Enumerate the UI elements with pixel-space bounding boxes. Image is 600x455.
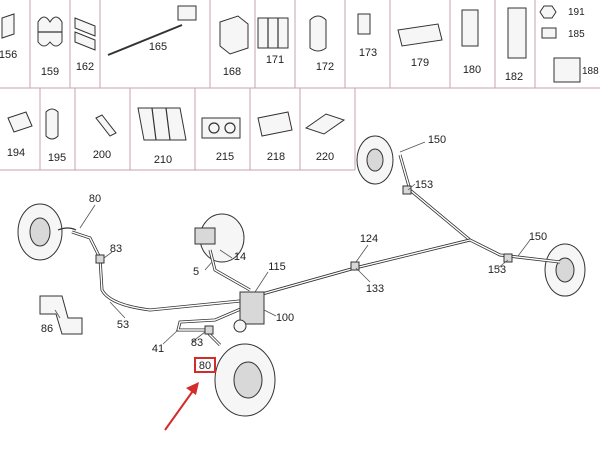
part-188-label: 188 bbox=[582, 66, 599, 77]
part-218-label: 218 bbox=[267, 151, 285, 163]
part-215-label: 215 bbox=[216, 151, 234, 163]
callout-41: 41 bbox=[152, 343, 164, 355]
callout-83-lower: 83 bbox=[191, 337, 203, 349]
right-front-brake-disc[interactable] bbox=[356, 135, 394, 185]
part-182-label: 182 bbox=[505, 71, 523, 83]
callout-86: 86 bbox=[41, 323, 53, 335]
part-195[interactable]: 195 bbox=[45, 108, 66, 164]
callout-150-upper: 150 bbox=[428, 134, 446, 146]
callout-80-highlighted: 80 bbox=[199, 360, 211, 372]
callout-83-upper: 83 bbox=[110, 243, 122, 255]
part-168-label: 168 bbox=[223, 66, 241, 78]
part-218[interactable]: 218 bbox=[257, 111, 293, 163]
part-171[interactable]: 171 bbox=[257, 17, 289, 66]
part-173-label: 173 bbox=[359, 47, 377, 59]
callout-133: 133 bbox=[366, 283, 384, 295]
part-215[interactable]: 215 bbox=[201, 117, 241, 163]
part-195-label: 195 bbox=[48, 152, 66, 164]
part-179-label: 179 bbox=[411, 57, 429, 69]
catalog-row-1: 156 159 162 165 168 171 bbox=[0, 0, 600, 89]
part-210-label: 210 bbox=[154, 154, 172, 166]
red-arrow-shaft bbox=[164, 387, 196, 431]
part-162-label: 162 bbox=[76, 61, 94, 73]
brake-pressure-distributor[interactable] bbox=[233, 291, 265, 333]
mounting-bracket[interactable] bbox=[39, 295, 83, 335]
part-180-label: 180 bbox=[463, 64, 481, 76]
part-172[interactable]: 172 bbox=[309, 15, 334, 73]
part-159[interactable]: 159 bbox=[37, 16, 63, 78]
part-188[interactable]: 188 bbox=[553, 57, 599, 83]
callout-labels: 80 83 86 53 41 83 5 14 115 100 124 133 1… bbox=[41, 134, 547, 355]
callout-153-upper: 153 bbox=[415, 179, 433, 191]
part-191[interactable]: 191 bbox=[539, 5, 585, 19]
brake-lines bbox=[71, 154, 561, 347]
callout-124: 124 bbox=[360, 233, 378, 245]
left-rear-brake-disc[interactable] bbox=[214, 343, 276, 417]
part-165-label: 165 bbox=[149, 41, 167, 53]
callout-leaders bbox=[54, 141, 531, 345]
part-162[interactable]: 162 bbox=[74, 17, 96, 73]
part-171-label: 171 bbox=[266, 54, 284, 66]
part-179[interactable]: 179 bbox=[397, 23, 443, 69]
part-156-label: 156 bbox=[0, 49, 17, 61]
part-194[interactable]: 194 bbox=[7, 111, 33, 159]
part-220[interactable]: 220 bbox=[304, 113, 346, 163]
part-182[interactable]: 182 bbox=[505, 7, 527, 83]
part-172-label: 172 bbox=[316, 61, 334, 73]
part-185-label: 185 bbox=[568, 29, 585, 40]
catalog-row-2: 194 195 200 210 215 218 220 bbox=[0, 88, 356, 171]
callout-14: 14 bbox=[234, 251, 246, 263]
part-220-label: 220 bbox=[316, 151, 334, 163]
red-arrow-head bbox=[186, 382, 199, 395]
part-159-label: 159 bbox=[41, 66, 59, 78]
part-194-label: 194 bbox=[7, 147, 25, 159]
part-191-label: 191 bbox=[568, 7, 585, 18]
part-185[interactable]: 185 bbox=[541, 27, 585, 40]
line-fittings bbox=[95, 185, 513, 335]
part-173[interactable]: 173 bbox=[357, 13, 377, 59]
callout-100: 100 bbox=[276, 312, 294, 324]
callout-53: 53 bbox=[117, 319, 129, 331]
part-156[interactable]: 156 bbox=[0, 13, 17, 61]
left-front-brake-disc[interactable] bbox=[17, 203, 77, 261]
callout-150-lower: 150 bbox=[529, 231, 547, 243]
highlight-box bbox=[194, 357, 216, 373]
part-210[interactable]: 210 bbox=[137, 107, 187, 166]
right-rear-brake-disc[interactable] bbox=[544, 243, 586, 297]
callout-5: 5 bbox=[193, 266, 199, 278]
part-200[interactable]: 200 bbox=[93, 114, 117, 161]
part-180[interactable]: 180 bbox=[461, 9, 481, 76]
part-165[interactable]: 165 bbox=[107, 5, 197, 56]
callout-115: 115 bbox=[268, 261, 286, 273]
part-200-label: 200 bbox=[93, 149, 111, 161]
callout-80-upper: 80 bbox=[89, 193, 101, 205]
part-168[interactable]: 168 bbox=[219, 15, 249, 78]
callout-153-lower: 153 bbox=[488, 264, 506, 276]
highlighted-callout[interactable]: 80 bbox=[164, 357, 216, 431]
